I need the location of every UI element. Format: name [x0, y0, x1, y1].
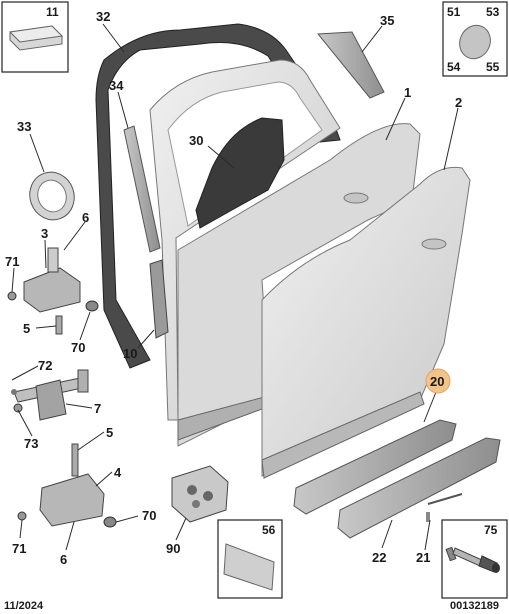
pillar-trim-part [123, 125, 161, 253]
callout-33: 33 [17, 119, 31, 134]
inset-label-11: 11 [46, 5, 59, 19]
callout-71-top: 71 [5, 254, 19, 269]
callout-3: 3 [41, 226, 48, 241]
sound-pad-part [223, 543, 275, 591]
callout-21: 21 [416, 550, 430, 565]
speaker-seal-part [29, 171, 75, 221]
callout-10: 10 [123, 346, 137, 361]
inset-label-75: 75 [484, 523, 498, 537]
upper-hinge-part [7, 247, 99, 335]
corner-trim-part [316, 31, 385, 99]
callout-70-bottom: 70 [142, 508, 156, 523]
footer-reference: 00132189 [450, 600, 499, 612]
callout-5-top: 5 [23, 321, 30, 336]
glass-channel-part [149, 259, 169, 339]
inset-box-75: 75 [441, 519, 508, 599]
callout-7: 7 [94, 401, 101, 416]
door-lock-part [171, 465, 229, 523]
callout-35: 35 [380, 13, 394, 28]
callout-6-bottom: 6 [60, 552, 67, 567]
door-outer-part [177, 123, 421, 447]
callout-5-bottom: 5 [106, 425, 113, 440]
callout-90: 90 [166, 541, 180, 556]
callout-34: 34 [109, 78, 124, 93]
callout-1: 1 [404, 85, 411, 100]
callout-6-top: 6 [82, 210, 89, 225]
inset-box-51-55: 51 53 54 55 [442, 1, 508, 77]
clip-part [426, 493, 463, 522]
lower-hinge-part [17, 443, 117, 528]
highlight-badge [425, 368, 451, 394]
inset-label-51: 51 [447, 5, 461, 19]
callout-73: 73 [24, 436, 38, 451]
sill-moulding-part [337, 437, 501, 539]
callout-32: 32 [96, 9, 110, 24]
callout-4: 4 [114, 465, 122, 480]
callout-22: 22 [372, 550, 386, 565]
inset-box-11: 11 [1, 1, 69, 73]
footer-date: 11/2024 [4, 600, 44, 612]
inset-label-56: 56 [262, 523, 276, 537]
inset-box-56: 56 [217, 519, 283, 599]
inset-label-53: 53 [486, 5, 500, 19]
callout-70-top: 70 [71, 340, 85, 355]
callout-71-bottom: 71 [12, 541, 26, 556]
lower-moulding-part [293, 419, 457, 515]
door-seal-part [95, 23, 341, 369]
rivet-part [445, 546, 500, 573]
inset-label-55: 55 [486, 60, 500, 74]
door-check-part [11, 369, 89, 421]
callout-30: 30 [189, 133, 203, 148]
inset-label-54: 54 [447, 60, 461, 74]
callout-2: 2 [455, 95, 462, 110]
callout-labels: 32 35 1 2 34 30 33 6 3 71 5 70 10 72 7 7… [5, 9, 462, 567]
callout-20: 20 [430, 374, 444, 389]
leader-lines [11, 23, 459, 551]
plug-cap-part [459, 24, 491, 60]
watershield-part [195, 117, 285, 229]
callout-72: 72 [38, 358, 52, 373]
